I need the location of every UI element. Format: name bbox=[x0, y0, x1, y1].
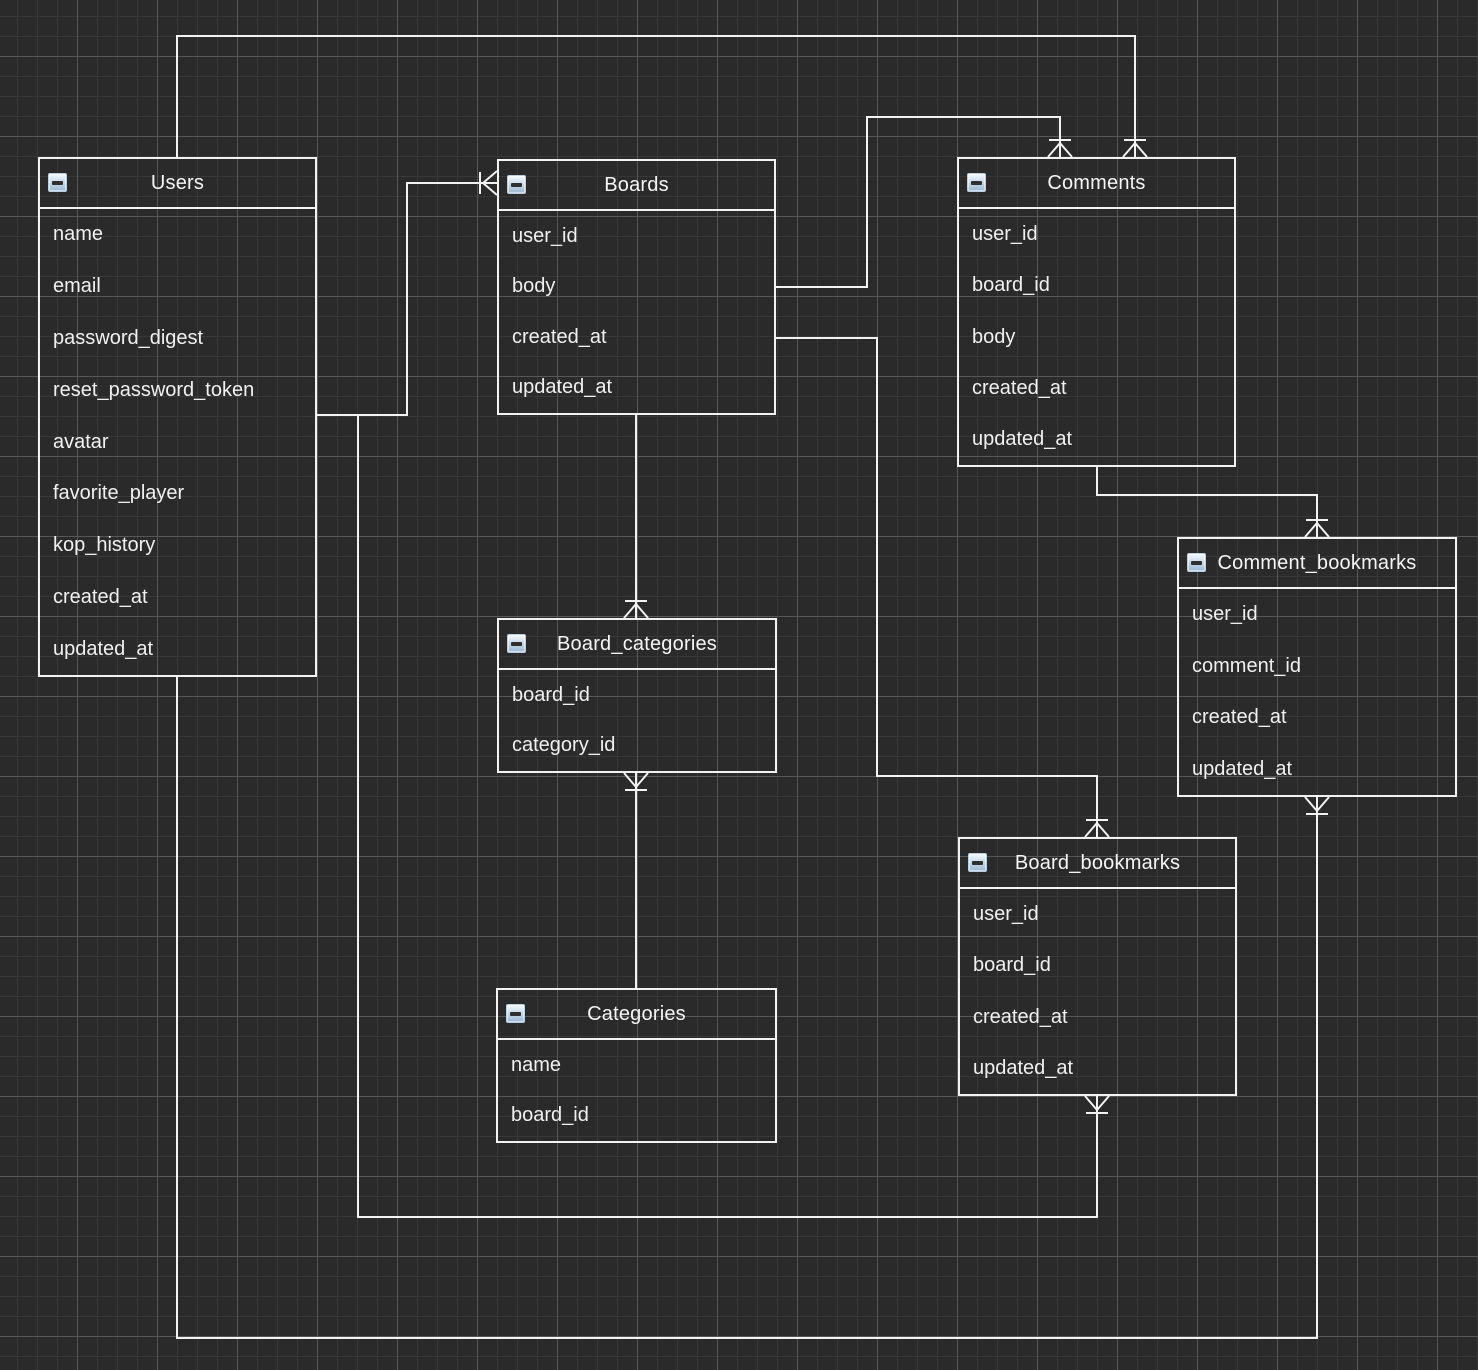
collapse-icon[interactable] bbox=[506, 1004, 525, 1023]
field-board_id[interactable]: board_id bbox=[972, 274, 1050, 297]
field-created_at[interactable]: created_at bbox=[972, 376, 1067, 399]
relationship-edge[interactable] bbox=[317, 182, 497, 416]
rel-board_categories-categories[interactable] bbox=[623, 772, 649, 988]
crow-foot-many-marker bbox=[1304, 519, 1330, 538]
table-title: Board_categories bbox=[557, 632, 717, 655]
crow-foot-many-marker bbox=[1084, 1095, 1110, 1114]
field-list: user_id board_id created_at updated_at bbox=[960, 889, 1235, 1094]
rel-users-comments[interactable] bbox=[176, 35, 1148, 158]
table-boards-header[interactable]: Boards bbox=[499, 161, 774, 211]
relationship-edge[interactable] bbox=[317, 414, 1098, 1218]
collapse-icon[interactable] bbox=[1187, 553, 1206, 572]
field-comment_id[interactable]: comment_id bbox=[1192, 654, 1301, 677]
field-reset_password_token[interactable]: reset_password_token bbox=[53, 378, 255, 401]
field-board_id[interactable]: board_id bbox=[973, 954, 1051, 977]
field-updated_at[interactable]: updated_at bbox=[512, 376, 613, 399]
field-email[interactable]: email bbox=[53, 275, 101, 298]
field-user_id[interactable]: user_id bbox=[1192, 603, 1258, 626]
collapse-icon[interactable] bbox=[507, 634, 526, 653]
field-list: board_id category_id bbox=[499, 670, 775, 771]
relationship-edge[interactable] bbox=[176, 677, 1318, 1339]
table-comment_bookmarks-header[interactable]: Comment_bookmarks bbox=[1179, 539, 1455, 589]
table-users[interactable]: Users name email password_digest reset_passw… bbox=[38, 157, 317, 677]
table-title: Comments bbox=[1047, 171, 1146, 194]
relationship-edge[interactable] bbox=[776, 116, 1061, 288]
field-favorite_player[interactable]: favorite_player bbox=[53, 482, 185, 505]
field-list: name board_id bbox=[498, 1040, 775, 1141]
field-created_at[interactable]: created_at bbox=[1192, 706, 1287, 729]
rel-users-boards[interactable] bbox=[317, 170, 498, 416]
relationship-edge[interactable] bbox=[1096, 467, 1318, 537]
rel-boards-board_categories[interactable] bbox=[623, 415, 649, 619]
table-board_categories[interactable]: Board_categories board_id category_id bbox=[497, 618, 777, 773]
relationship-edge[interactable] bbox=[176, 35, 1136, 157]
collapse-icon[interactable] bbox=[507, 175, 526, 194]
crow-foot-many-marker bbox=[1084, 819, 1110, 838]
field-created_at[interactable]: created_at bbox=[512, 325, 607, 348]
field-board_id[interactable]: board_id bbox=[511, 1104, 589, 1127]
table-board_categories-header[interactable]: Board_categories bbox=[499, 620, 775, 670]
table-comments-header[interactable]: Comments bbox=[959, 159, 1234, 209]
field-avatar[interactable]: avatar bbox=[53, 430, 109, 453]
field-updated_at[interactable]: updated_at bbox=[53, 637, 154, 660]
table-title: Comment_bookmarks bbox=[1217, 551, 1417, 574]
table-board_bookmarks-header[interactable]: Board_bookmarks bbox=[960, 839, 1235, 889]
field-updated_at[interactable]: updated_at bbox=[1192, 757, 1293, 780]
rel-boards-comments[interactable] bbox=[776, 116, 1073, 288]
collapse-icon[interactable] bbox=[968, 853, 987, 872]
minus-glyph bbox=[510, 1011, 521, 1016]
minus-glyph bbox=[1191, 560, 1202, 565]
crow-foot-many-marker bbox=[1047, 139, 1073, 158]
field-name[interactable]: name bbox=[53, 223, 104, 246]
table-categories-header[interactable]: Categories bbox=[498, 990, 775, 1040]
minus-glyph bbox=[971, 180, 982, 185]
relationship-edge[interactable] bbox=[776, 337, 1098, 837]
minus-glyph bbox=[511, 182, 522, 187]
field-created_at[interactable]: created_at bbox=[973, 1005, 1068, 1028]
field-user_id[interactable]: user_id bbox=[512, 224, 578, 247]
rel-boards-board_bookmarks[interactable] bbox=[776, 337, 1110, 838]
crow-foot-many-marker bbox=[1304, 796, 1330, 815]
rel-users-comment_bookmarks[interactable] bbox=[176, 677, 1330, 1339]
minus-glyph bbox=[972, 860, 983, 865]
crow-foot-many-marker bbox=[1122, 139, 1148, 158]
field-updated_at[interactable]: updated_at bbox=[973, 1056, 1074, 1079]
crow-foot-many-marker bbox=[479, 170, 498, 196]
table-title: Board_bookmarks bbox=[1014, 851, 1181, 874]
field-list: name email password_digest reset_password_t… bbox=[40, 209, 315, 675]
minus-glyph bbox=[52, 180, 63, 185]
field-kop_history[interactable]: kop_history bbox=[53, 534, 156, 557]
table-title: Categories bbox=[587, 1002, 686, 1025]
rel-users-board_bookmarks[interactable] bbox=[317, 414, 1110, 1218]
crow-foot-many-marker bbox=[623, 772, 649, 791]
table-users-header[interactable]: Users bbox=[40, 159, 315, 209]
table-title: Boards bbox=[604, 173, 669, 196]
table-title: Users bbox=[150, 171, 205, 194]
collapse-icon[interactable] bbox=[967, 173, 986, 192]
field-user_id[interactable]: user_id bbox=[973, 903, 1039, 926]
field-board_id[interactable]: board_id bbox=[512, 683, 590, 706]
crow-foot-many-marker bbox=[623, 600, 649, 619]
field-body[interactable]: body bbox=[972, 325, 1016, 348]
field-list: user_id comment_id created_at updated_at bbox=[1179, 589, 1455, 795]
field-password_digest[interactable]: password_digest bbox=[53, 326, 204, 349]
table-categories[interactable]: Categories name board_id bbox=[496, 988, 777, 1143]
field-name[interactable]: name bbox=[511, 1053, 562, 1076]
field-category_id[interactable]: category_id bbox=[512, 734, 616, 757]
field-user_id[interactable]: user_id bbox=[972, 223, 1038, 246]
collapse-icon[interactable] bbox=[48, 173, 67, 192]
table-board_bookmarks[interactable]: Board_bookmarks user_id board_id created_at… bbox=[958, 837, 1237, 1096]
field-body[interactable]: body bbox=[512, 275, 556, 298]
field-updated_at[interactable]: updated_at bbox=[972, 427, 1073, 450]
minus-glyph bbox=[511, 641, 522, 646]
field-created_at[interactable]: created_at bbox=[53, 585, 148, 608]
rel-comments-comment_bookmarks[interactable] bbox=[1096, 467, 1330, 538]
